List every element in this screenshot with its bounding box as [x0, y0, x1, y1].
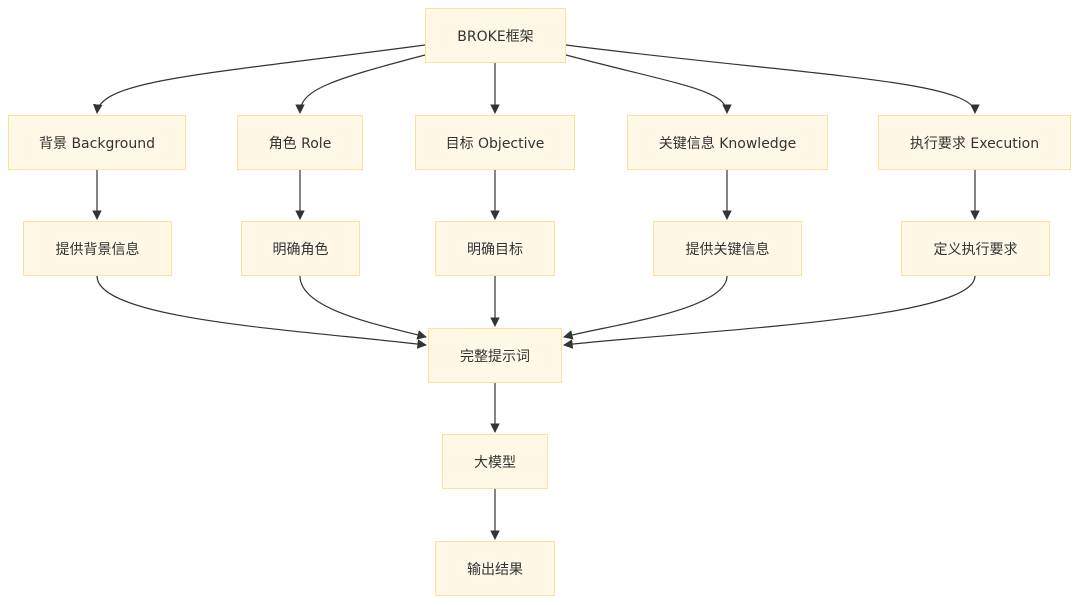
node-role: 角色 Role	[237, 115, 363, 170]
node-llm: 大模型	[442, 434, 548, 489]
node-output: 输出结果	[435, 541, 555, 596]
edge-root-background	[93, 44, 426, 114]
node-knowledge: 关键信息 Knowledge	[627, 115, 828, 170]
node-define-execution: 定义执行要求	[901, 221, 1050, 276]
edge-provide-background-prompt	[96, 275, 427, 349]
node-root: BROKE框架	[425, 8, 566, 63]
node-provide-knowledge: 提供关键信息	[653, 221, 802, 276]
node-background: 背景 Background	[8, 115, 186, 170]
edge-root-execution	[565, 44, 980, 114]
node-clarify-objective: 明确目标	[435, 221, 555, 276]
edge-define-execution-prompt	[563, 275, 976, 349]
edge-root-knowledge	[565, 54, 732, 114]
node-objective: 目标 Objective	[415, 115, 575, 170]
edge-provide-knowledge-prompt	[563, 275, 728, 340]
node-provide-background: 提供背景信息	[23, 221, 172, 276]
edge-clarify-role-prompt	[299, 275, 427, 340]
node-clarify-role: 明确角色	[241, 221, 360, 276]
node-full-prompt: 完整提示词	[428, 328, 562, 383]
node-execution: 执行要求 Execution	[878, 115, 1071, 170]
edge-root-role	[295, 54, 426, 114]
